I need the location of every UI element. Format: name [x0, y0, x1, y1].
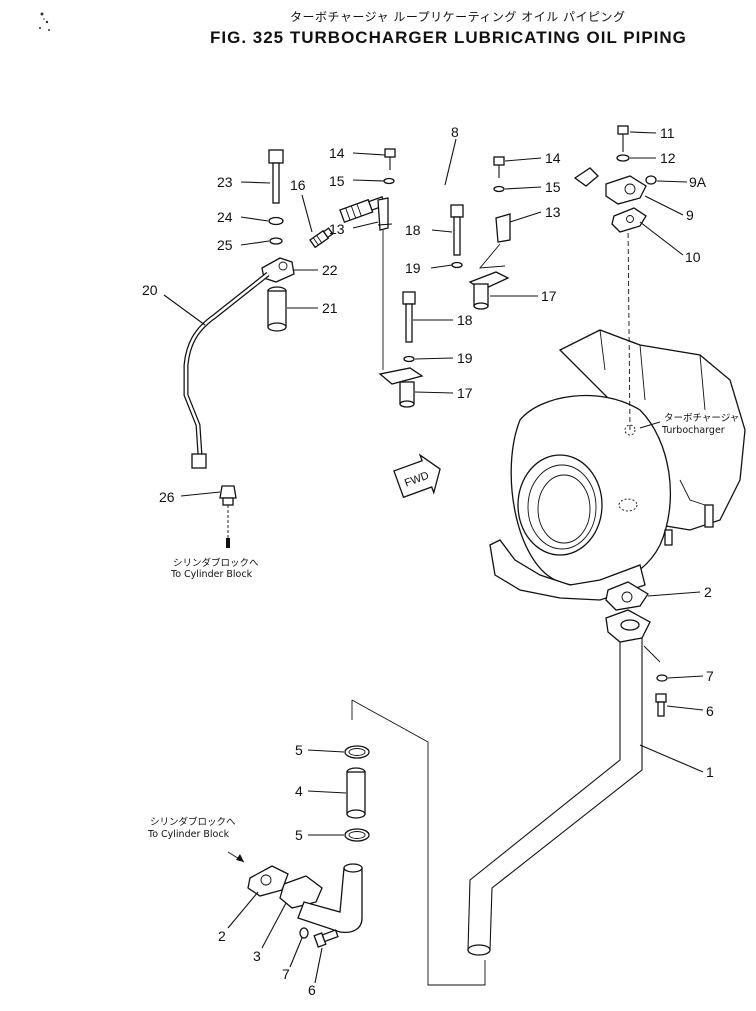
note-to-block-en-top: To Cylinder Block: [170, 569, 253, 580]
callout-5-lower: 5: [295, 827, 303, 843]
callout-3: 3: [253, 948, 261, 964]
part-18-bolt-upper: [450, 204, 464, 256]
note-to-block-en-bottom: To Cylinder Block: [147, 829, 230, 840]
part-19-washer-lower: [403, 355, 415, 363]
part-17-bracket-upper: [468, 271, 510, 310]
part-9a-plug: [645, 175, 657, 185]
part-3-elbow-pipe: [279, 863, 363, 934]
part-23-bolt: [268, 149, 284, 204]
fwd-arrow: FWD: [393, 453, 441, 499]
callout-9: 9: [686, 207, 694, 223]
leader-lines: [163, 131, 704, 984]
part-2-gasket-upper: [605, 581, 649, 611]
figure-title: FIG. 325 TURBOCHARGER LUBRICATING OIL PI…: [210, 28, 687, 47]
callout-19-lower: 19: [457, 350, 473, 366]
note-to-block-jp-top: シリンダブロックへ: [173, 557, 259, 569]
part-4-hose: [346, 767, 366, 819]
part-15-washer-left: [383, 177, 395, 185]
part-1-drain-tube: [467, 609, 651, 956]
part-7-washer-lower: [299, 927, 309, 939]
callout-6-upper: 6: [706, 703, 714, 719]
callout-5-upper: 5: [295, 742, 303, 758]
callout-12: 12: [660, 150, 676, 166]
turbocharger: [489, 329, 746, 601]
callout-14-right: 14: [545, 150, 561, 166]
callout-20: 20: [142, 282, 158, 298]
part-13-clip-right: [495, 213, 511, 243]
callout-14-left: 14: [329, 145, 345, 161]
part-13-clip-left: [377, 197, 393, 231]
part-8-oil-pipe: [339, 167, 599, 241]
callout-23: 23: [217, 174, 233, 190]
callout-19-upper: 19: [405, 260, 421, 276]
part-9-flange: [605, 175, 647, 205]
part-26-fitting: [219, 485, 237, 506]
callout-13-left: 13: [329, 221, 345, 237]
part-5-clamp-upper: [344, 745, 370, 759]
part-12-washer: [616, 154, 630, 162]
scan-noise: [39, 12, 50, 31]
part-14-bolt-right: [493, 156, 505, 178]
callout-7-upper: 7: [706, 668, 714, 684]
callout-22: 22: [322, 262, 338, 278]
callout-13-right: 13: [545, 204, 561, 220]
callout-4: 4: [295, 783, 303, 799]
callout-6-lower: 6: [308, 982, 316, 998]
callout-18-lower: 18: [457, 312, 473, 328]
part-5-clamp-lower: [344, 828, 370, 842]
part-22-banjo: [261, 257, 295, 283]
part-24-washer: [268, 216, 284, 226]
part-2-gasket-lower: [247, 865, 289, 897]
callout-17-upper: 17: [541, 288, 557, 304]
part-20-pipe: [183, 272, 270, 469]
callout-8: 8: [451, 124, 459, 140]
part-15-washer-right: [493, 185, 505, 193]
callout-9a: 9A: [689, 174, 707, 190]
note-turbocharger-jp: ターボチャージャ: [664, 413, 739, 424]
callout-2-upper: 2: [704, 584, 712, 600]
part-7-washer-upper: [656, 674, 668, 682]
title-japanese: ターボチャージャ ループリケーティング オイル パイピング: [290, 10, 626, 24]
callout-17-lower: 17: [457, 385, 473, 401]
part-17-bracket-lower: [378, 367, 424, 408]
callout-1: 1: [706, 764, 714, 780]
callout-25: 25: [217, 237, 233, 253]
part-16-connector: [309, 227, 334, 249]
note-to-block-jp-bottom: シリンダブロックへ: [150, 816, 236, 828]
callout-15-right: 15: [545, 179, 561, 195]
callout-16: 16: [290, 177, 306, 193]
part-11-bolt: [617, 125, 629, 152]
callout-10: 10: [685, 249, 701, 265]
part-21-sleeve: [267, 286, 287, 332]
part-19-washer-upper: [451, 261, 463, 269]
part-6-bolt-lower: [313, 929, 339, 948]
callout-15-left: 15: [329, 173, 345, 189]
part-18-bolt-lower: [402, 291, 416, 343]
note-turbocharger-en: Turbocharger: [661, 425, 725, 436]
callout-numbers: 11 12 9A 9 10 8 14 15 13 14 15 13 16 23 …: [142, 124, 714, 998]
callout-2-lower: 2: [218, 928, 226, 944]
callout-24: 24: [217, 209, 233, 225]
callout-11: 11: [660, 125, 675, 141]
part-6-bolt-upper: [655, 693, 667, 717]
callout-21: 21: [322, 300, 338, 316]
callout-18-upper: 18: [405, 222, 421, 238]
part-25-washer: [269, 237, 283, 245]
callout-26: 26: [159, 489, 175, 505]
callout-7-lower: 7: [282, 966, 290, 982]
part-10-gasket: [611, 207, 647, 233]
part-14-bolt-left: [384, 148, 396, 170]
